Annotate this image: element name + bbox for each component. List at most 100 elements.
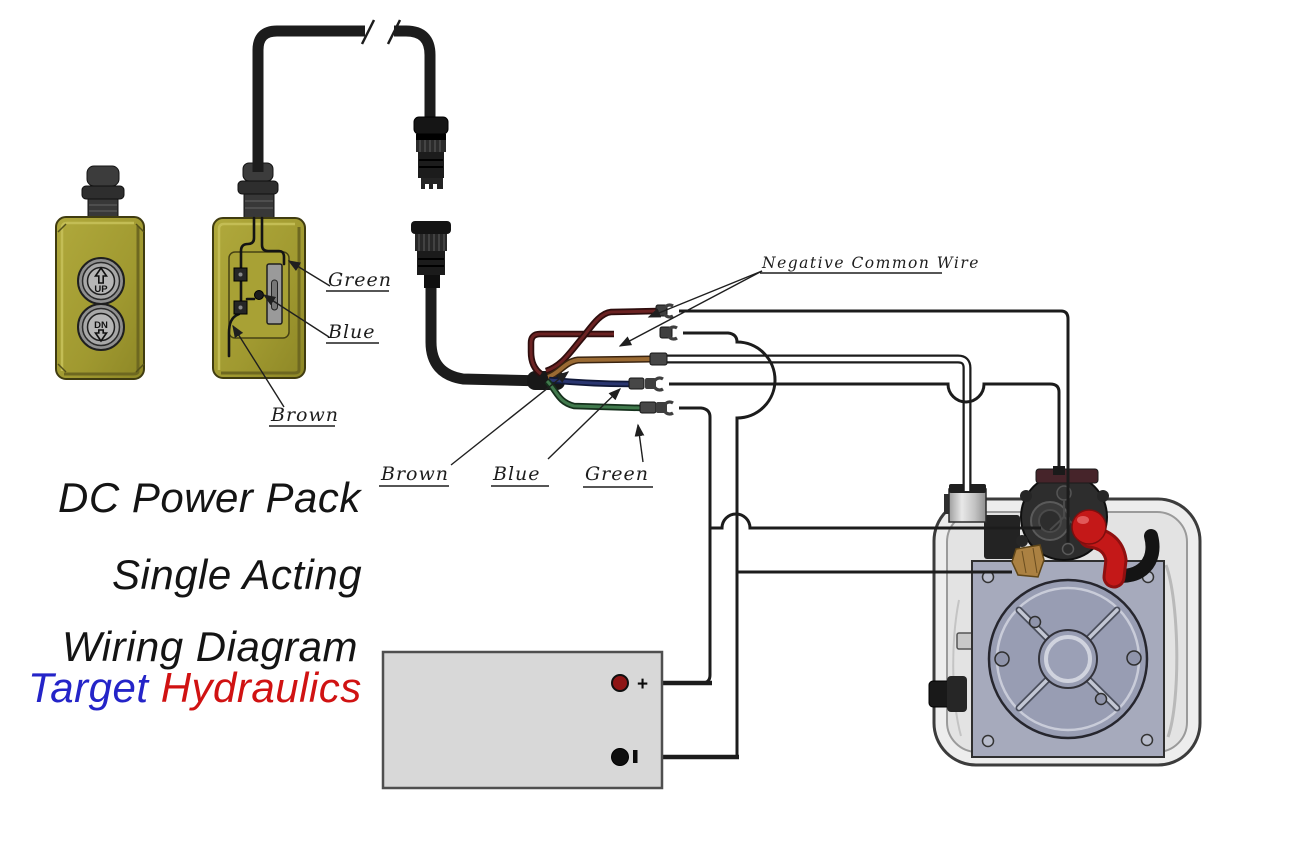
motor-terminal xyxy=(1061,542,1075,556)
up-button: UP xyxy=(77,257,125,305)
leader-arrow xyxy=(232,324,285,408)
cable-break-marks xyxy=(360,19,402,45)
brown-label: Brown xyxy=(380,463,449,485)
plate-bolt xyxy=(1140,733,1154,747)
pump-hub-ring xyxy=(1044,635,1092,683)
motor-bracket xyxy=(984,515,1020,559)
negative1-line xyxy=(679,309,1070,546)
label-brown-remote: Brown xyxy=(232,324,339,427)
gland-thread xyxy=(87,198,119,219)
title-line-3: Wiring Diagram xyxy=(62,623,359,670)
plate-bolt xyxy=(1126,650,1142,666)
up-arrow-icon xyxy=(93,266,109,284)
motor-lug xyxy=(1097,490,1109,502)
blue-label: Blue xyxy=(492,463,541,485)
gland-thread-lines xyxy=(245,200,273,209)
battery-negative-terminal xyxy=(611,748,629,766)
tank-highlight-left xyxy=(952,599,962,737)
leader-arrow xyxy=(634,423,645,463)
leader-arrow xyxy=(450,371,570,466)
up-button-label: UP xyxy=(94,284,108,295)
cable-run xyxy=(252,25,365,172)
start-solenoid-coil xyxy=(948,488,987,523)
pendant-remote-front: UP DN xyxy=(55,165,145,380)
fork-terminal xyxy=(639,400,674,416)
wire-brown xyxy=(546,355,653,381)
motor-terminal xyxy=(1053,466,1065,475)
blue-label: Blue xyxy=(327,321,376,343)
corner-chamfers xyxy=(57,223,145,373)
plate-bolt xyxy=(1094,692,1108,706)
negative-common-label: Negative Common Wire xyxy=(761,254,980,272)
brand-word-target: Target xyxy=(28,664,149,711)
male-connector xyxy=(413,116,449,190)
remote-cable xyxy=(252,19,565,390)
title-line-2: Single Acting xyxy=(112,551,363,598)
battery-negative-mark xyxy=(633,750,638,763)
green-label: Green xyxy=(585,463,649,485)
wire-negative-1 xyxy=(544,307,658,375)
label-blue-remote: Blue xyxy=(262,294,379,344)
green-line xyxy=(643,406,712,685)
down-button-label: DN xyxy=(94,320,108,331)
leader-arrow xyxy=(547,388,622,460)
brass-fitting xyxy=(1011,544,1045,578)
battery-body xyxy=(381,650,664,790)
title-line-1: DC Power Pack xyxy=(58,474,361,521)
wire-blue xyxy=(548,376,631,388)
brass-facets xyxy=(1021,547,1038,574)
red-cap-highlight xyxy=(1077,516,1089,524)
negative2-line xyxy=(683,331,777,755)
plate-bolt xyxy=(1028,615,1042,629)
brand-word-hydraulics: Hydraulics xyxy=(160,664,362,711)
label-green-middle: Green xyxy=(583,423,653,488)
crimp-terminal xyxy=(649,352,668,366)
down-button: DN xyxy=(77,303,125,351)
gland-cap xyxy=(86,165,120,187)
label-green-remote: Green xyxy=(287,260,392,292)
terminal-screw xyxy=(238,305,243,310)
female-connector xyxy=(411,221,451,288)
label-blue-middle: Blue xyxy=(491,388,622,487)
center-screw xyxy=(254,290,264,300)
plate-bolt xyxy=(981,734,995,748)
fork-terminal xyxy=(628,376,664,392)
leader-arrow xyxy=(618,270,763,347)
positive-branch-to-motor xyxy=(710,512,1041,530)
leader-arrow xyxy=(287,260,331,287)
body-highlight xyxy=(217,222,295,370)
motor-lug xyxy=(1016,535,1028,547)
plate-bolt xyxy=(994,651,1010,667)
hydraulic-power-unit xyxy=(928,468,1202,767)
gland-thread-lines xyxy=(89,204,117,212)
drain-fitting-body xyxy=(947,676,967,712)
body-shade xyxy=(221,227,301,375)
motor-lug xyxy=(1020,490,1032,502)
wire-harness xyxy=(527,303,1075,760)
coil-tab xyxy=(944,494,952,514)
wire-green xyxy=(544,378,643,412)
leader-arrow xyxy=(647,270,763,318)
cable-run xyxy=(425,287,546,387)
battery-positive-terminal xyxy=(611,674,629,692)
terminal-screw xyxy=(238,272,243,277)
leader-arrow xyxy=(262,294,330,338)
coil-lead-outline xyxy=(667,354,972,491)
gland-thread xyxy=(243,193,275,219)
brown-label: Brown xyxy=(270,404,339,426)
annotation-negative-common: Negative Common Wire xyxy=(618,254,980,347)
battery-positive-mark: + xyxy=(637,674,648,695)
cable-run xyxy=(394,25,436,118)
brand-line: Target Hydraulics xyxy=(28,664,362,712)
wire-negative-2 xyxy=(527,330,614,377)
coil-lead-core xyxy=(667,356,970,491)
internal-traces xyxy=(227,216,286,358)
green-label: Green xyxy=(328,269,392,291)
red-fill-cap xyxy=(1071,509,1107,545)
gland-flange xyxy=(81,185,125,200)
switch-slot xyxy=(271,279,278,311)
battery: + xyxy=(381,650,664,790)
label-brown-middle: Brown xyxy=(379,371,570,487)
